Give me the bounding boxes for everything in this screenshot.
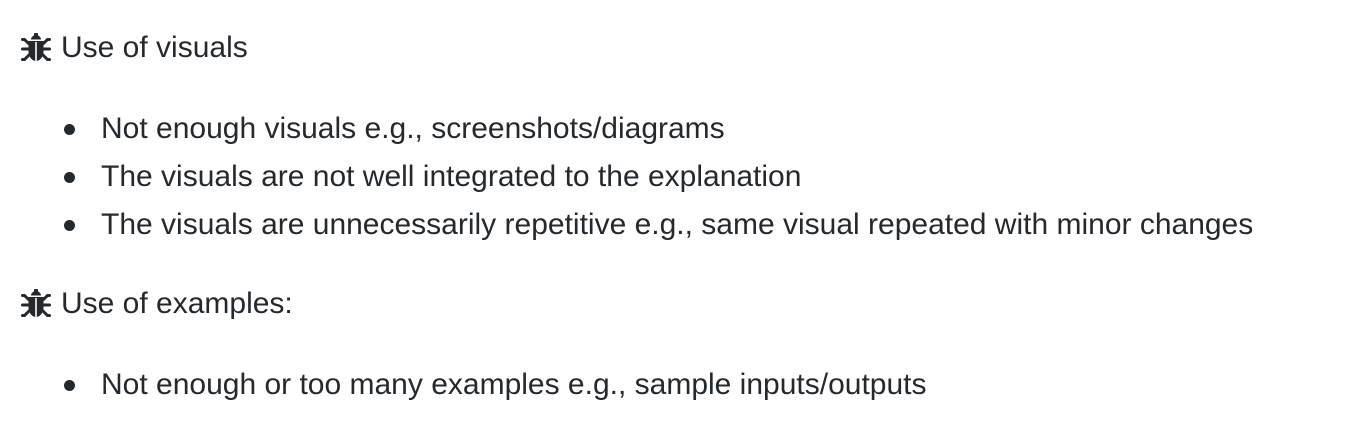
bug-icon [20,32,52,64]
bullet-icon [64,380,75,391]
bullet-icon [64,124,75,135]
examples-list: Not enough or too many examples e.g., sa… [0,361,926,409]
list-item: Not enough visuals e.g., screenshots/dia… [0,105,1253,153]
list-item-text: Not enough visuals e.g., screenshots/dia… [101,112,725,145]
list-item: Not enough or too many examples e.g., sa… [0,361,926,409]
section-heading-visuals: Use of visuals [20,30,248,66]
bug-icon [20,288,52,320]
list-item: The visuals are not well integrated to t… [0,153,1253,201]
list-item-text: The visuals are not well integrated to t… [101,160,802,193]
section-heading-text: Use of visuals [61,31,248,64]
bullet-icon [64,220,75,231]
list-item: The visuals are unnecessarily repetitive… [0,201,1253,249]
visuals-list: Not enough visuals e.g., screenshots/dia… [0,105,1253,249]
list-item-text: Not enough or too many examples e.g., sa… [101,368,927,401]
list-item-text: The visuals are unnecessarily repetitive… [101,208,1254,241]
section-heading-text: Use of examples: [61,287,293,320]
bullet-icon [64,172,75,183]
section-heading-examples: Use of examples: [20,286,293,322]
